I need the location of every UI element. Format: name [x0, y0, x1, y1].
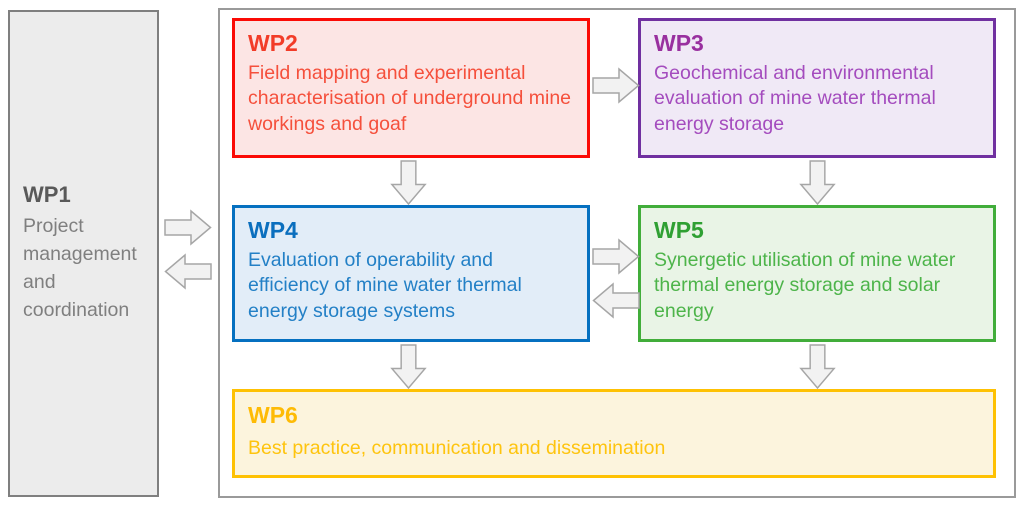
wp6-title: WP6	[248, 402, 298, 428]
arrow-wp4-to-wp5-icon	[592, 238, 640, 275]
arrow-wp5-to-wp6-icon	[799, 344, 836, 389]
wp2-title: WP2	[248, 30, 298, 56]
wp1-title: WP1	[23, 182, 71, 208]
wp2-description: Field mapping and experimental character…	[248, 61, 572, 136]
wp3-title: WP3	[654, 30, 704, 56]
wp4-title: WP4	[248, 217, 298, 243]
wp6-description: Best practice, communication and dissemi…	[248, 436, 666, 459]
wp4-box: WP4 Evaluation of operability and effici…	[232, 205, 590, 342]
wp5-title: WP5	[654, 217, 704, 243]
arrow-wp3-to-wp5-icon	[799, 160, 836, 205]
arrow-diagram-to-wp1-icon	[164, 253, 212, 290]
wp1-description: Project management and coordination	[23, 214, 137, 322]
wp3-box: WP3 Geochemical and environmental evalua…	[638, 18, 996, 158]
arrow-wp2-to-wp3-icon	[592, 67, 640, 104]
wp4-description: Evaluation of operability and efficiency…	[248, 248, 522, 323]
wp2-box: WP2 Field mapping and experimental chara…	[232, 18, 590, 158]
wp6-box: WP6 Best practice, communication and dis…	[232, 389, 996, 478]
wp3-description: Geochemical and environmental evaluation…	[654, 61, 936, 136]
arrow-wp4-to-wp6-icon	[390, 344, 427, 389]
arrow-wp2-to-wp4-icon	[390, 160, 427, 205]
arrow-wp5-to-wp4-icon	[592, 282, 640, 319]
wp5-description: Synergetic utilisation of mine water the…	[654, 248, 956, 323]
wp1-box: WP1 Project management and coordination	[8, 10, 159, 497]
arrow-wp1-to-diagram-icon	[164, 209, 212, 246]
wp5-box: WP5 Synergetic utilisation of mine water…	[638, 205, 996, 342]
